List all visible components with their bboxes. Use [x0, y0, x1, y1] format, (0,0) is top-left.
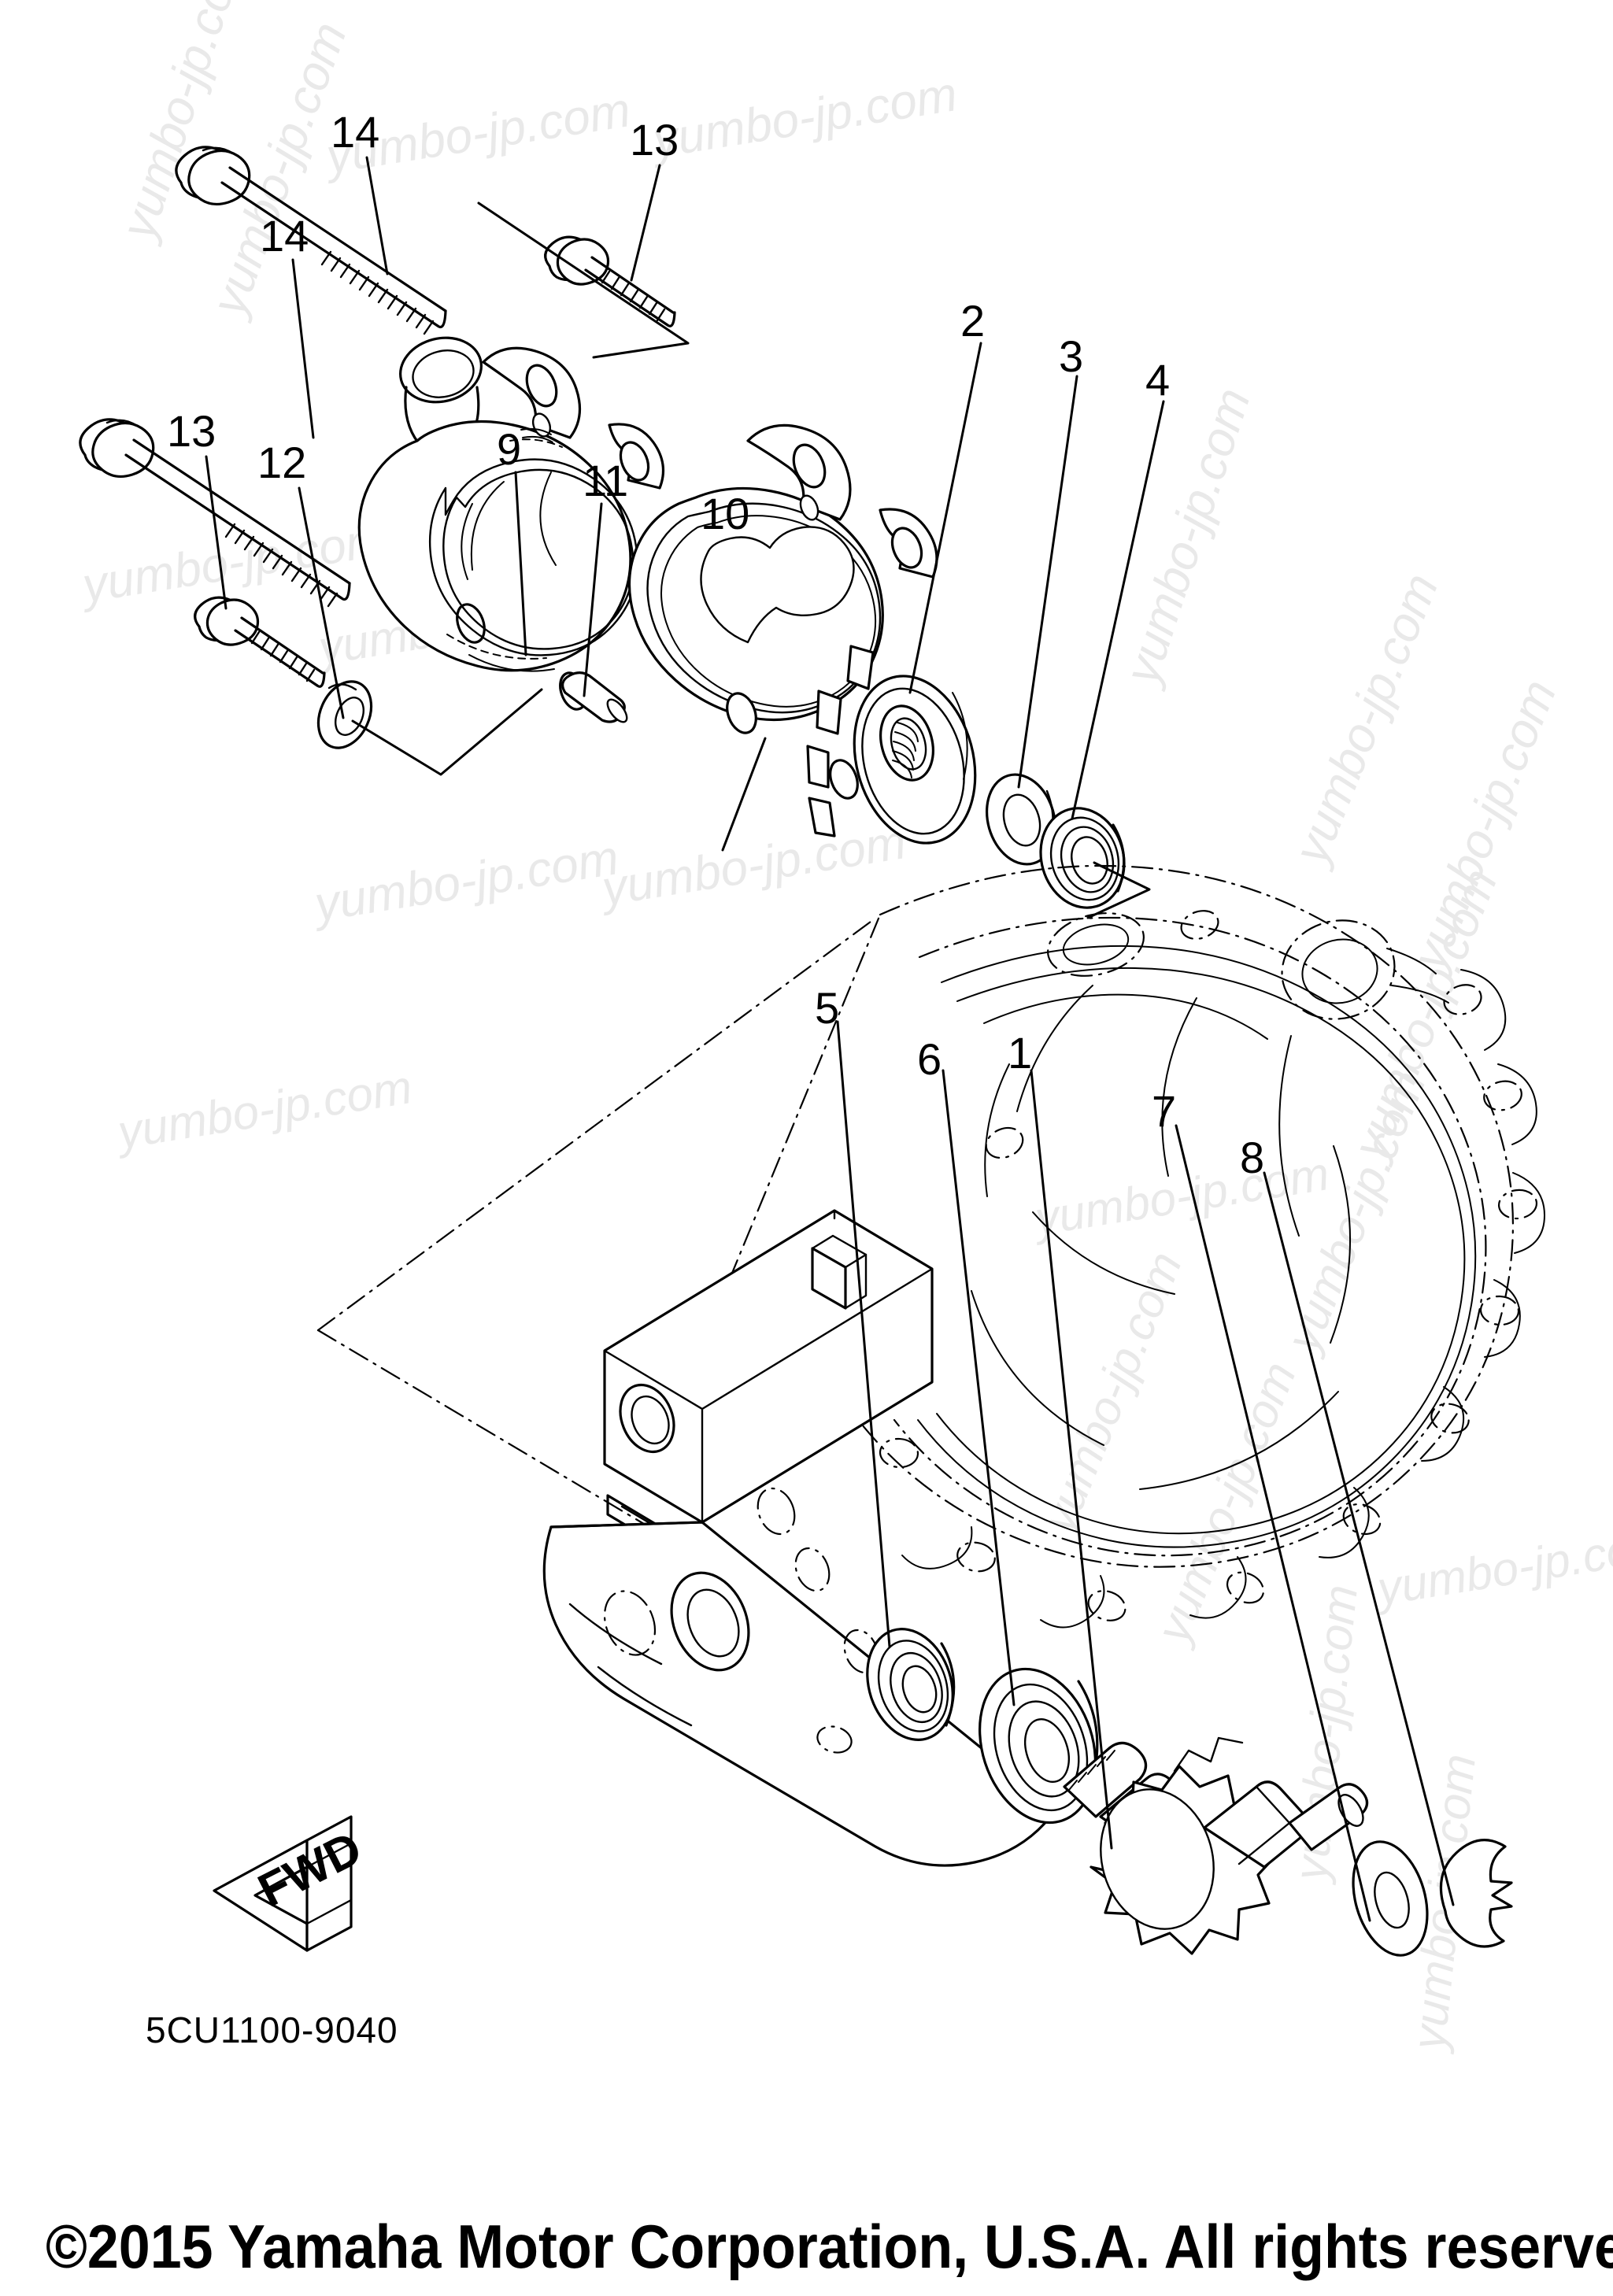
bolt-long-upper [175, 146, 447, 335]
water-pump-housing-9 [357, 336, 665, 711]
callout-impeller: 2 [960, 296, 986, 346]
callout-washer: 12 [257, 438, 307, 487]
oil-seal-5 [866, 1628, 956, 1741]
fwd-arrow-icon: FWD [213, 1815, 370, 1952]
callout-bearing: 4 [1145, 355, 1171, 405]
bearing-4 [1039, 807, 1126, 909]
plain-washer-7 [1352, 1840, 1429, 1957]
copyright-notice: ©2015 Yamaha Motor Corporation, U.S.A. A… [46, 2212, 1613, 2281]
bolt-long-lower [79, 418, 351, 608]
impeller-2 [806, 645, 977, 845]
washer-12 [316, 680, 373, 749]
callout-water-pump-housing: 9 [497, 424, 522, 474]
circlip-8 [1439, 1839, 1513, 1948]
callout-water-pump-drive-gear-shaft: 1 [1008, 1028, 1033, 1078]
gasket-10 [627, 423, 938, 800]
drive-gear-shaft-1 [1063, 1736, 1369, 1955]
callout-washer: 3 [1059, 331, 1084, 381]
callout-bolt-long: 14 [260, 211, 309, 261]
bolt-short-top [544, 235, 676, 327]
crankcase-cover-reference [316, 864, 1545, 1867]
leader-lines [205, 156, 1455, 1922]
washer-3 [985, 773, 1057, 866]
callout-bolt-short: 13 [167, 406, 216, 456]
pump-drive-boss [603, 1209, 934, 1574]
callout-gasket: 10 [701, 489, 750, 538]
callout-plain-washer: 7 [1152, 1086, 1177, 1136]
callout-oil-seal: 5 [815, 983, 840, 1033]
callout-bearing: 6 [917, 1034, 942, 1084]
dowel-pin-11 [561, 671, 628, 723]
crankcase-lower-body [542, 1487, 1058, 1867]
bolt-short-left [194, 596, 326, 688]
diagram-number: 5CU1100-9040 [146, 2009, 398, 2050]
callout-bolt-long: 14 [331, 107, 380, 157]
callout-dowel-pin: 11 [583, 456, 629, 505]
callout-circlip: 8 [1240, 1133, 1265, 1182]
callout-bolt-short: 13 [630, 115, 679, 165]
